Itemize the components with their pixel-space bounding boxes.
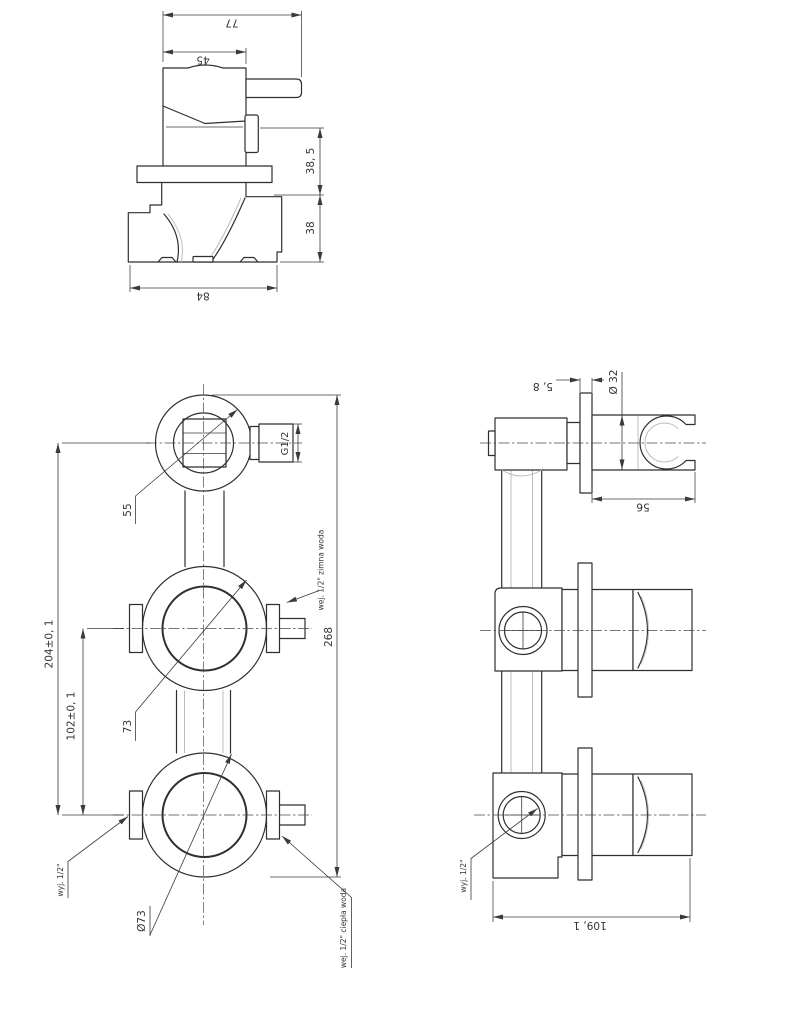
trim-plate (136, 165, 273, 184)
handle-lever (245, 78, 303, 99)
dim-55: 55 (122, 503, 134, 516)
handle-body (162, 64, 247, 125)
middle-cylinder (561, 588, 634, 672)
shower-holder-cradle (591, 414, 696, 471)
dim-73: 73 (122, 720, 134, 733)
dim-56: 56 (636, 501, 650, 513)
dim-38-5: 38, 5 (305, 148, 317, 175)
dim-g12: G1/2 (280, 432, 291, 456)
dim-77: 77 (225, 17, 238, 29)
dim-109-1: 109, 1 (573, 919, 606, 931)
label-outlet-side: wyj. 1/2" (459, 860, 468, 893)
label-hot-water-inlet: wej. 1/2" ciepła woda (339, 888, 348, 968)
dim-84: 84 (196, 290, 210, 302)
dim-204: 204±0, 1 (44, 620, 56, 669)
holder-body (494, 417, 568, 471)
dim-268: 268 (323, 627, 335, 647)
label-cold-water-inlet: wej. 1/2" zimna woda (317, 530, 326, 611)
dim-dia73: Ø73 (136, 910, 148, 932)
side-view-profile: 5, 8 Ø 32 56 (459, 370, 706, 931)
dim-45: 45 (196, 54, 209, 66)
dim-32: Ø 32 (608, 370, 620, 395)
dim-102: 102±0, 1 (66, 692, 78, 741)
mounting-foot (192, 255, 214, 263)
bottom-flange (577, 747, 593, 881)
bottom-body-side (492, 772, 563, 879)
label-outlet: wyj. 1/2" (56, 864, 65, 897)
dim-38: 38 (305, 221, 317, 234)
middle-flange (577, 562, 593, 698)
dim-5-8: 5, 8 (533, 380, 553, 392)
valve-body-casting (127, 181, 283, 263)
top-view-handle-elevation: 77 45 38, 5 38 84 (127, 11, 324, 302)
front-view-valve-body: G1/2 204±0, 1 102±0, 1 2 (44, 384, 352, 968)
cartridge-stop-tab (244, 114, 259, 154)
